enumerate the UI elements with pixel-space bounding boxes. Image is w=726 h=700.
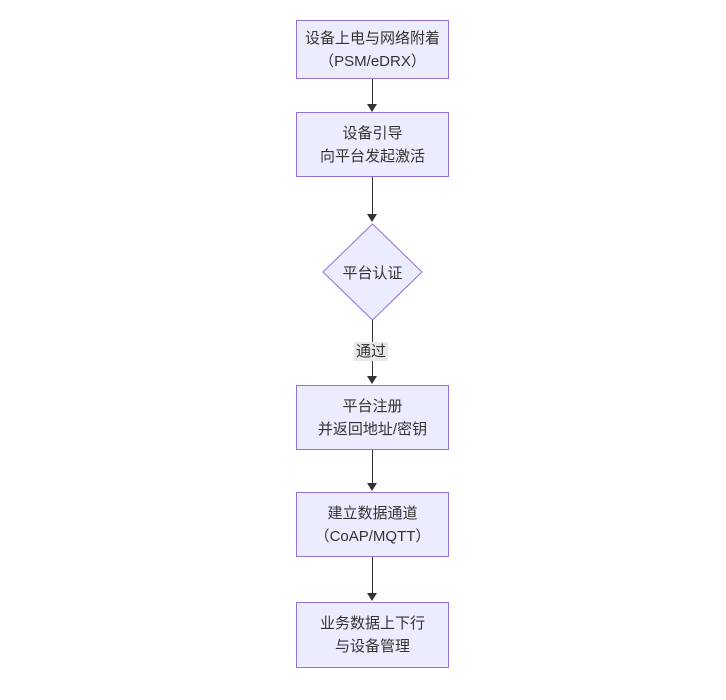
node-text-line: 建立数据通道 (327, 504, 418, 522)
flow-node-data-channel: 建立数据通道 （CoAP/MQTT） (296, 492, 449, 557)
node-text-line: （PSM/eDRX） (319, 52, 426, 70)
flow-node-business-data: 业务数据上下行 与设备管理 (296, 602, 449, 668)
flow-node-register: 平台注册 并返回地址/密钥 (296, 385, 449, 450)
arrowhead-icon (367, 104, 377, 112)
arrowhead-icon (367, 376, 377, 384)
node-text-line: 平台认证 (342, 264, 403, 282)
node-text-line: 设备上电与网络附着 (304, 29, 440, 47)
edge-label-pass: 通过 (353, 342, 389, 361)
node-text-line: 设备引导 (342, 124, 403, 142)
node-text-line: 与设备管理 (334, 638, 410, 655)
node-text-line: 并返回地址/密钥 (317, 420, 428, 438)
node-text-line: 平台注册 (342, 397, 403, 415)
node-text-line: 向平台发起激活 (319, 147, 425, 165)
edge-line (372, 557, 373, 593)
flow-node-power-on: 设备上电与网络附着 （PSM/eDRX） (296, 20, 449, 79)
node-text-line: （CoAP/MQTT） (314, 527, 431, 545)
node-text-line: 业务数据上下行 (319, 615, 425, 632)
edge-line (372, 177, 373, 214)
flow-node-bootstrap: 设备引导 向平台发起激活 (296, 112, 449, 177)
edge-line (372, 79, 373, 104)
arrowhead-icon (367, 593, 377, 601)
flow-node-platform-auth: 平台认证 (322, 223, 423, 321)
arrowhead-icon (367, 483, 377, 491)
arrowhead-icon (367, 214, 377, 222)
edge-line (372, 450, 373, 483)
